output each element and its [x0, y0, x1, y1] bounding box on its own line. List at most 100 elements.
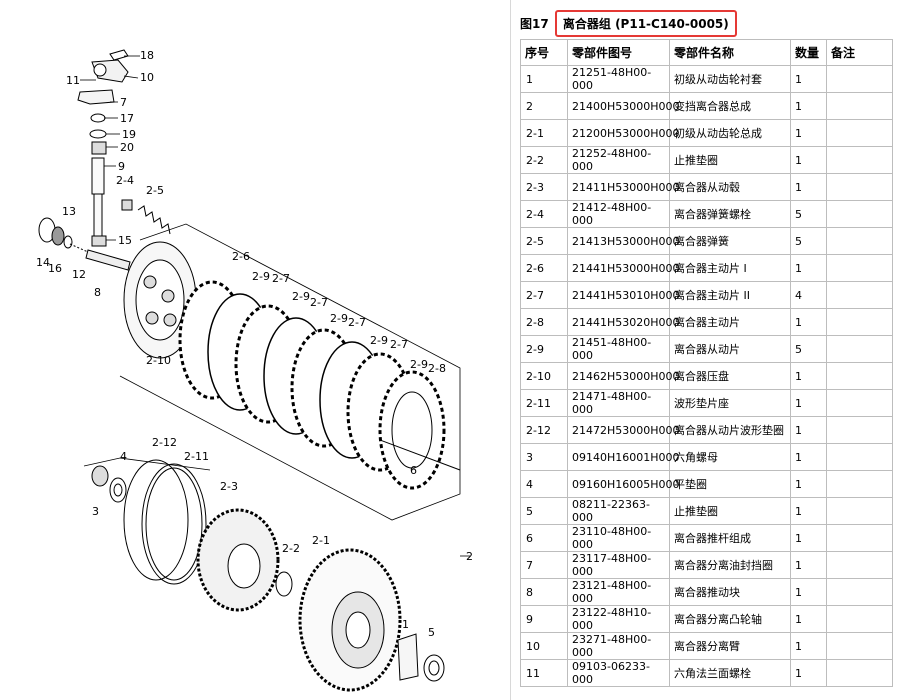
table-cell: 9: [520, 605, 568, 633]
pressure-plate: [123, 241, 197, 359]
divider: [510, 0, 511, 700]
table-cell: 10: [520, 632, 568, 660]
table-cell: 21471-48H00-000: [567, 389, 670, 417]
table-cell: [826, 65, 893, 93]
table-cell: 1: [790, 254, 827, 282]
callout-label: 12: [72, 268, 86, 281]
seal-washers: [38, 217, 89, 253]
table-cell: 1: [790, 578, 827, 606]
table-cell: [826, 659, 893, 687]
table-cell: 5: [790, 335, 827, 363]
figure-title: 图17 离合器组 (P11-C140-0005): [520, 10, 737, 37]
table-cell: 2: [520, 92, 568, 120]
table-cell: 21412-48H00-000: [567, 200, 670, 228]
table-cell: 21441H53010H000: [567, 281, 680, 309]
table-cell: [826, 443, 893, 471]
callout-label: 2-1: [312, 534, 330, 547]
table-cell: 08211-22363-000: [567, 497, 670, 525]
table-cell: 2-9: [520, 335, 568, 363]
table-cell: [826, 416, 893, 444]
table-cell: 21252-48H00-000: [567, 146, 670, 174]
table-cell: [826, 173, 893, 201]
callout-label: 2-9: [252, 270, 270, 283]
column-header: 零部件图号: [567, 39, 670, 66]
column-header: 数量: [790, 39, 827, 66]
table-cell: 离合器推杆组成: [669, 524, 791, 552]
table-cell: 离合器分离油封挡圈: [669, 551, 791, 579]
table-cell: 1: [790, 92, 827, 120]
table-cell: 21462H53000H000: [567, 362, 680, 390]
table-cell: 5: [520, 497, 568, 525]
table-cell: [826, 524, 893, 552]
callout-label: 2-3: [220, 480, 238, 493]
table-cell: 离合器从动片: [669, 335, 791, 363]
table-cell: 1: [520, 65, 568, 93]
column-header: 序号: [520, 39, 568, 66]
table-cell: 1: [790, 416, 827, 444]
table-cell: 5: [790, 227, 827, 255]
table-cell: 1: [790, 119, 827, 147]
table-cell: [826, 551, 893, 579]
callout-label: 17: [120, 112, 134, 125]
table-cell: [826, 146, 893, 174]
table-cell: 1: [790, 173, 827, 201]
callout-label: 6: [410, 464, 417, 477]
table-cell: 变挡离合器总成: [669, 92, 791, 120]
clutch-plate-stack: [178, 280, 461, 490]
table-cell: 23271-48H00-000: [567, 632, 670, 660]
table-cell: 2-7: [520, 281, 568, 309]
parts-panel: 图17 离合器组 (P11-C140-0005) 序号零部件图号零部件名称数量备…: [514, 0, 898, 700]
callout-label: 2-9: [370, 334, 388, 347]
table-cell: 21472H53000H000: [567, 416, 680, 444]
callout-label: 1: [402, 618, 409, 631]
callout-label: 19: [122, 128, 136, 141]
table-cell: 初级从动齿轮衬套: [669, 65, 791, 93]
table-cell: 1: [790, 389, 827, 417]
callout-label: 7: [120, 96, 127, 109]
table-header-row: 序号零部件图号零部件名称数量备注: [520, 39, 893, 66]
table-cell: 21441H53020H000: [567, 308, 680, 336]
table-cell: 离合器从动毂: [669, 173, 791, 201]
table-cell: [826, 389, 893, 417]
table-cell: 离合器主动片 I: [669, 254, 791, 282]
table-cell: 初级从动齿轮总成: [669, 119, 791, 147]
callout-label: 2-9: [330, 312, 348, 325]
table-cell: [826, 497, 893, 525]
table-cell: 6: [520, 524, 568, 552]
table-cell: [826, 254, 893, 282]
table-cell: 23110-48H00-000: [567, 524, 670, 552]
table-cell: 1: [790, 497, 827, 525]
callout-label: 2-4: [116, 174, 134, 187]
callout-label: 18: [140, 49, 154, 62]
table-cell: 2-3: [520, 173, 568, 201]
table-cell: 21451-48H00-000: [567, 335, 670, 363]
callout-label: 11: [66, 74, 80, 87]
callout-label: 10: [140, 71, 154, 84]
callout-label: 20: [120, 141, 134, 154]
table-cell: [826, 632, 893, 660]
figure-number: 图17: [520, 17, 549, 31]
table-cell: 1: [790, 470, 827, 498]
table-cell: 1: [790, 308, 827, 336]
column-header: 零部件名称: [669, 39, 791, 66]
table-cell: 7: [520, 551, 568, 579]
callout-label: 2-8: [428, 362, 446, 375]
table-cell: [826, 92, 893, 120]
table-cell: 2-8: [520, 308, 568, 336]
table-cell: [826, 119, 893, 147]
table-cell: 23122-48H10-000: [567, 605, 670, 633]
table-cell: 2-4: [520, 200, 568, 228]
callout-label: 8: [94, 286, 101, 299]
callout-label: 2-10: [146, 354, 171, 367]
table-cell: 平垫圈: [669, 470, 791, 498]
